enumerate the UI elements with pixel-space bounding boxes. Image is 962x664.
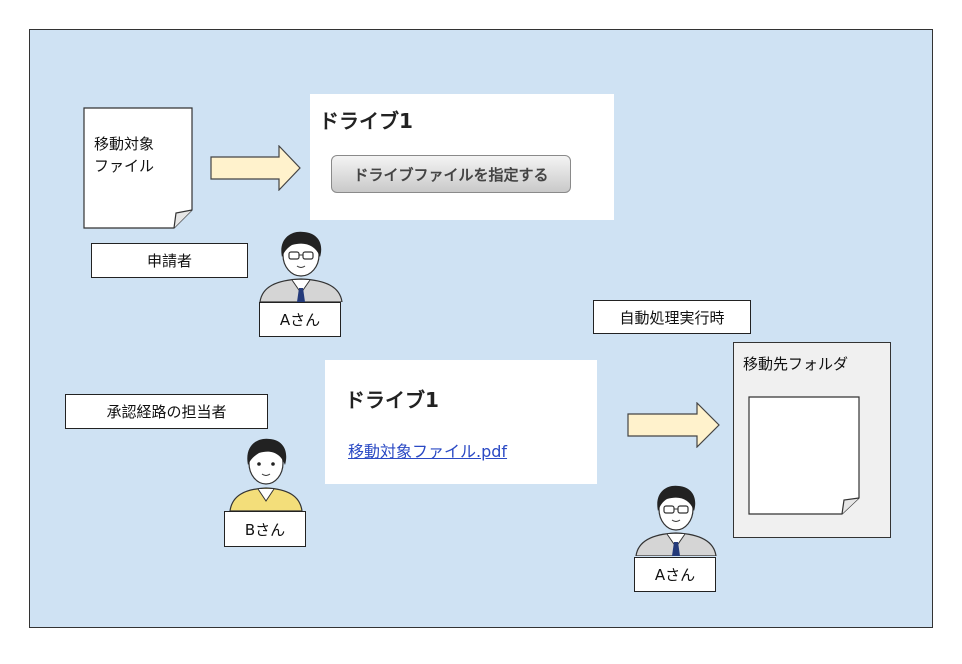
arrow-to-drive-icon xyxy=(210,145,301,191)
drive-panel-bottom: ドライブ1 移動対象ファイル.pdf xyxy=(325,360,597,484)
person-b-label: Bさん xyxy=(224,511,306,547)
drive-panel-top: ドライブ1 ドライブファイルを指定する xyxy=(310,94,614,220)
moved-document-icon xyxy=(748,396,860,515)
person-a2-label: Aさん xyxy=(634,557,716,592)
approver-label: 承認経路の担当者 xyxy=(65,394,268,429)
person-b-avatar xyxy=(229,438,303,511)
drive-title: ドライブ1 xyxy=(345,388,439,412)
document-icon xyxy=(83,107,193,229)
drive-title: ドライブ1 xyxy=(319,109,413,133)
person-a-avatar xyxy=(259,231,343,302)
arrow-to-folder-icon xyxy=(627,402,720,448)
document-label: 移動対象 ファイル xyxy=(94,135,155,175)
file-link[interactable]: 移動対象ファイル.pdf xyxy=(348,442,508,461)
select-drive-file-button[interactable]: ドライブファイルを指定する xyxy=(331,155,571,193)
person-a2-avatar xyxy=(635,485,717,556)
auto-process-label: 自動処理実行時 xyxy=(593,300,751,334)
applicant-label: 申請者 xyxy=(91,243,248,278)
person-a-label: Aさん xyxy=(259,302,341,337)
folder-title: 移動先フォルダ xyxy=(743,355,849,373)
